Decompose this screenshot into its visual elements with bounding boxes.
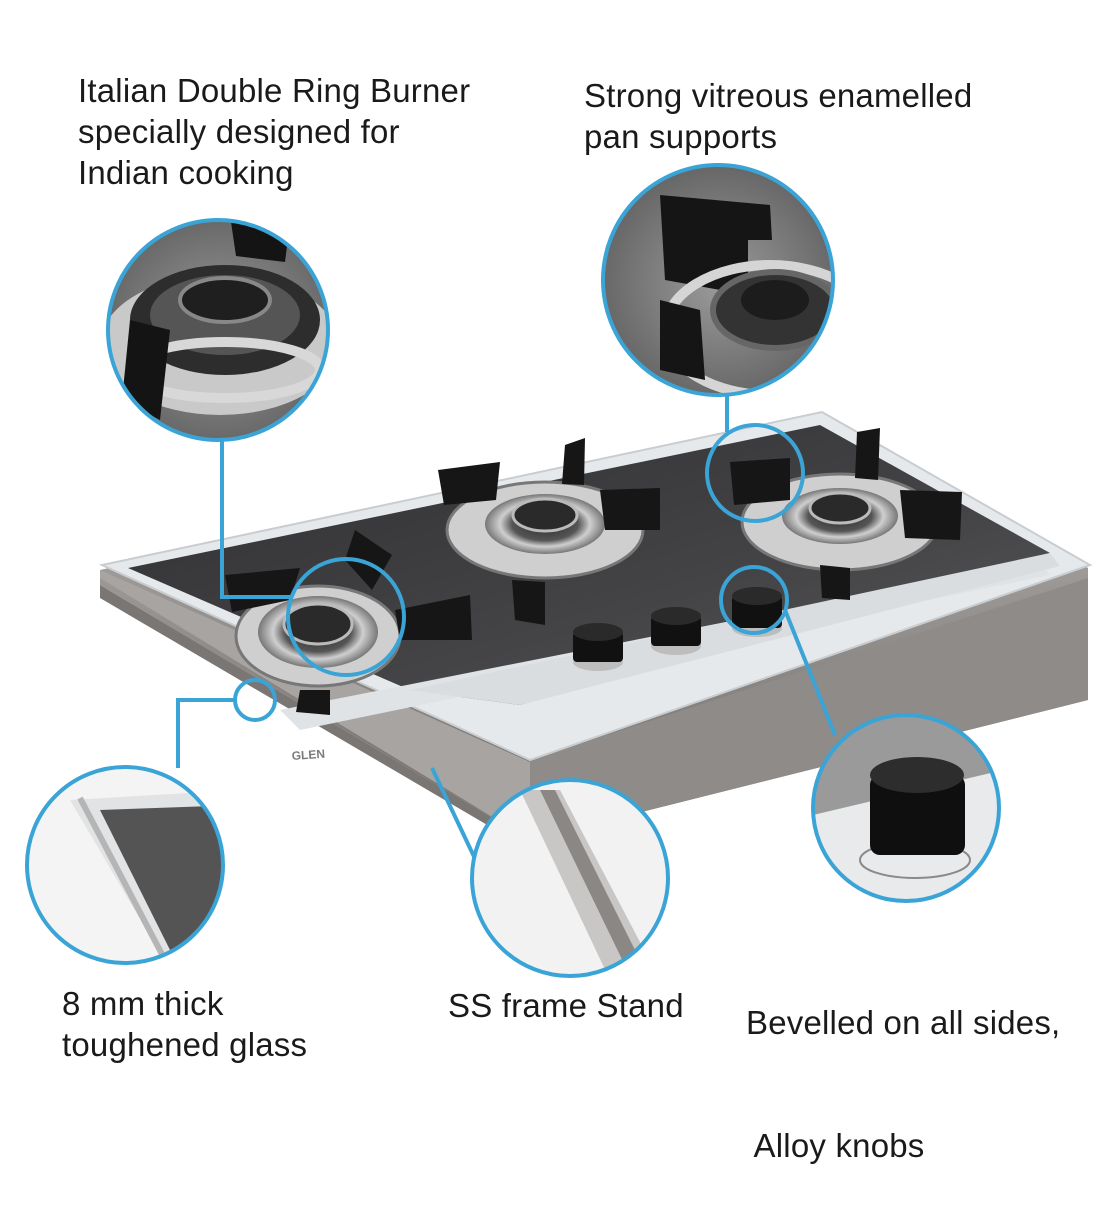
leader-lines — [176, 395, 837, 866]
knob-leader-line — [783, 609, 837, 736]
pan-support-zoom-circle — [601, 163, 835, 397]
brand-mark: GLEN — [291, 747, 325, 763]
knobs — [573, 587, 782, 671]
glass-callout-line-2: toughened glass — [62, 1026, 308, 1063]
burner-back-middle — [438, 438, 660, 625]
knob-callout-line-2: Alloy knobs — [746, 1127, 925, 1164]
burner-back-right — [730, 428, 962, 600]
burner-highlight-circle — [286, 557, 406, 677]
knob-callout: Bevelled on all sides, Alloy knobs — [746, 920, 1060, 1207]
pan-support-callout-line-2: pan supports — [584, 118, 778, 155]
burner-callout: Italian Double Ring Burner specially des… — [78, 70, 470, 193]
knob-zoom-circle — [811, 713, 1001, 903]
knob-highlight-circle — [719, 565, 789, 635]
glass-callout-line-1: 8 mm thick — [62, 985, 224, 1022]
pan-support-highlight-circle — [705, 423, 805, 523]
pan-support-callout-line-1: Strong vitreous enamelled — [584, 77, 973, 114]
frame-leader-line — [430, 767, 480, 866]
knob-callout-line-1: Bevelled on all sides, — [746, 1004, 1061, 1041]
burner-leader-line — [220, 440, 290, 599]
glass-leader-line — [176, 698, 235, 768]
frame-callout-line-1: SS frame Stand — [448, 987, 684, 1024]
burner-zoom-circle — [106, 218, 330, 442]
burner-callout-line-1: Italian Double Ring Burner — [78, 72, 471, 109]
cooktop-illustration: GLEN — [25, 163, 1093, 978]
frame-callout: SS frame Stand — [448, 985, 684, 1026]
glass-callout: 8 mm thick toughened glass — [62, 983, 307, 1065]
glass-zoom-circle — [25, 765, 225, 965]
pan-support-callout: Strong vitreous enamelled pan supports — [584, 75, 972, 157]
frame-zoom-circle — [470, 778, 670, 978]
burner-front-left — [225, 530, 472, 715]
burner-callout-line-3: Indian cooking — [78, 154, 294, 191]
burner-callout-line-2: specially designed for — [78, 113, 400, 150]
